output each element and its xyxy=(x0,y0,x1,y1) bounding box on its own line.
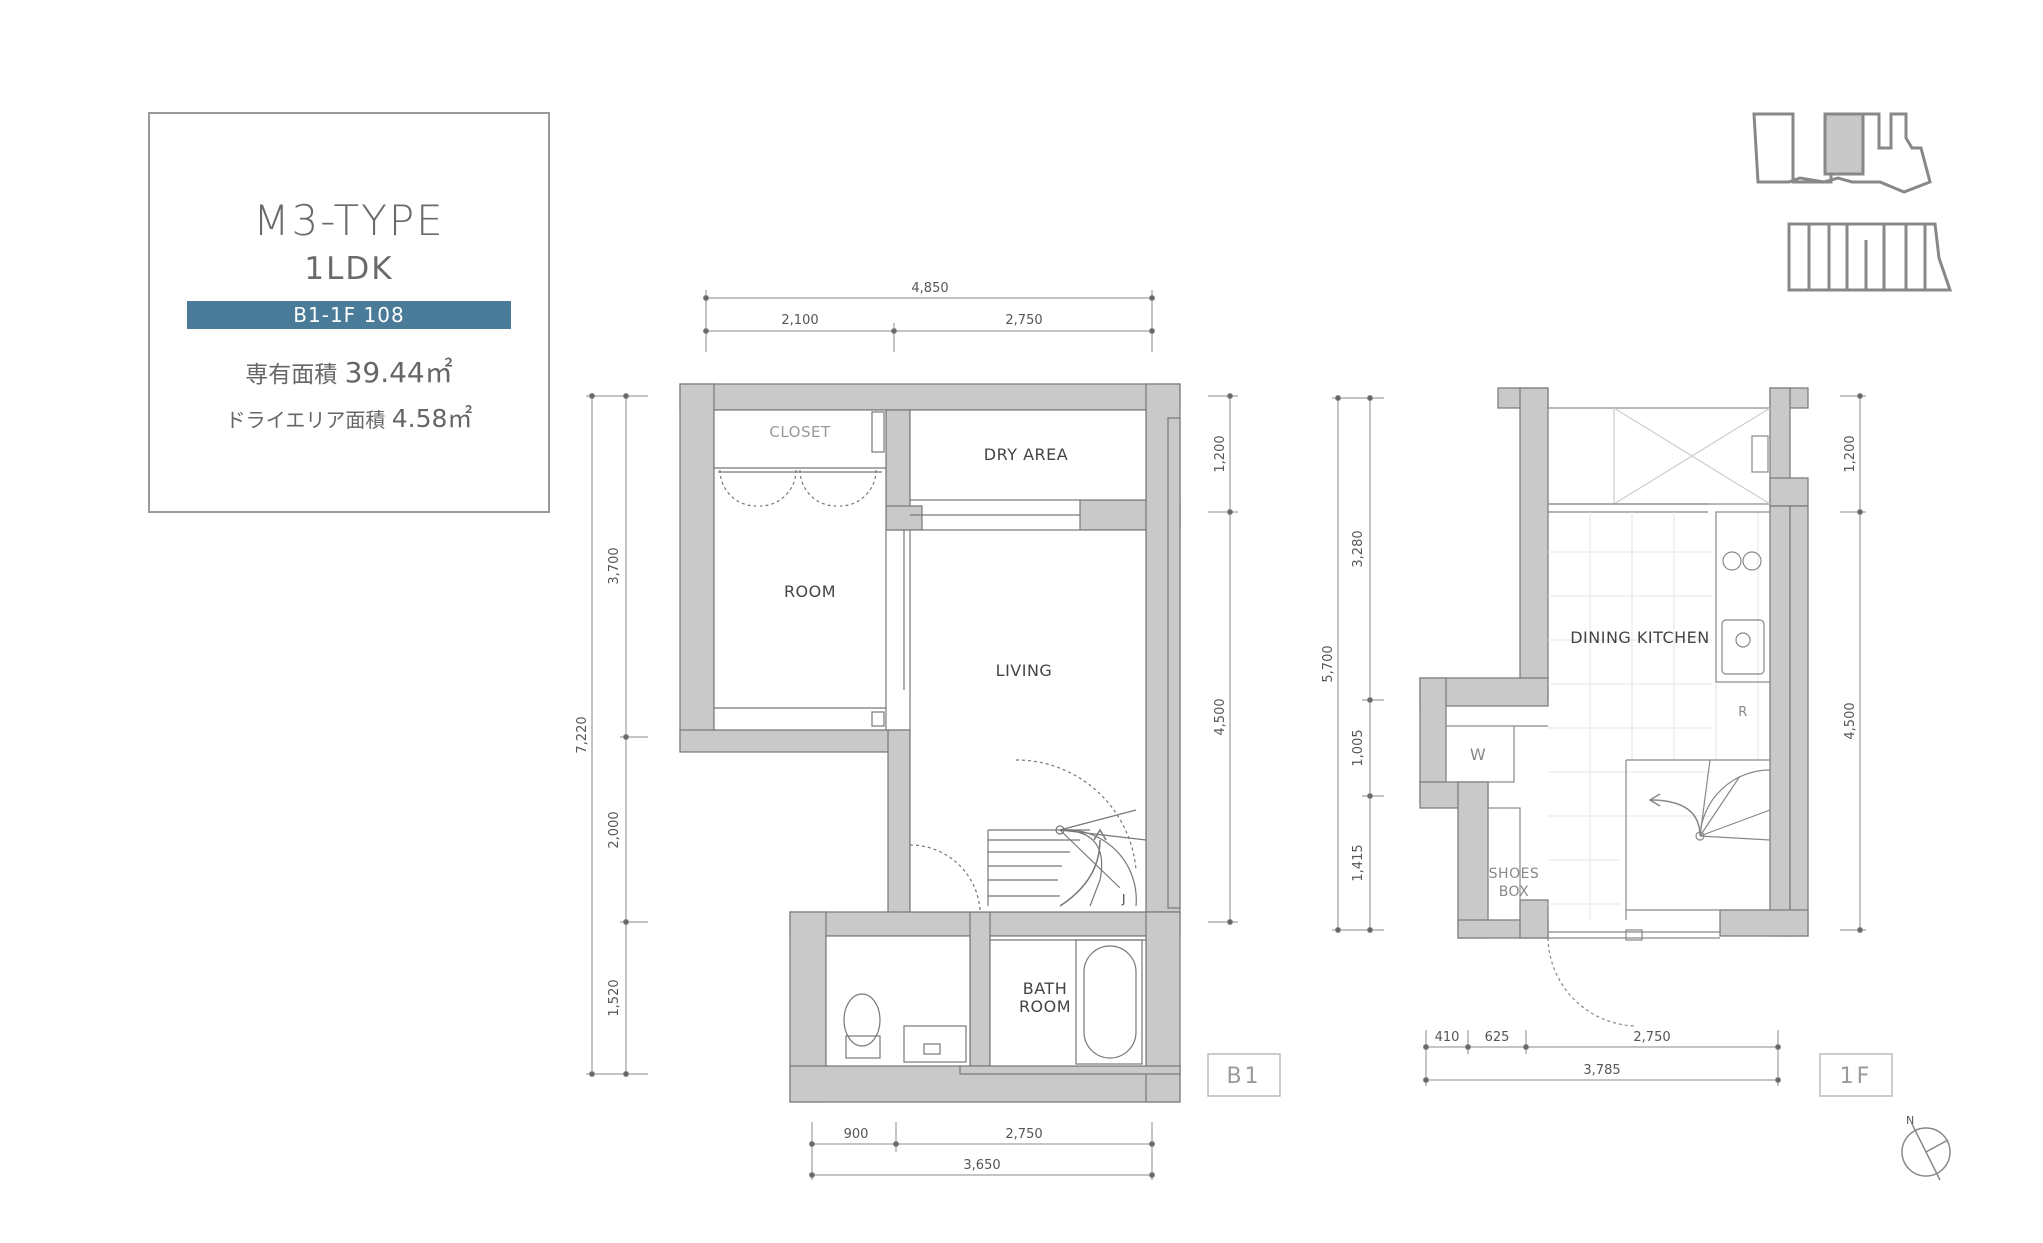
b1-living-label: LIVING xyxy=(996,661,1053,680)
b1-room-label: ROOM xyxy=(784,582,836,601)
b1-dim-left-b: 2,000 xyxy=(607,811,622,848)
1f-r-label: R xyxy=(1738,705,1748,720)
1f-floor-tag: 1F xyxy=(1840,1064,1873,1089)
b1-floor-plan: CLOSET DRY AREA ROOM LIVING BATH ROOM J … xyxy=(575,281,1281,1180)
b1-bath-label-1: BATH xyxy=(1023,979,1067,998)
b1-closet-label: CLOSET xyxy=(769,423,831,441)
1f-shoes-label-1: SHOES xyxy=(1489,866,1540,882)
1f-dim-left-total: 5,700 xyxy=(1321,645,1336,682)
1f-w-label: W xyxy=(1470,745,1486,764)
1f-stairs xyxy=(1625,759,1771,920)
north-compass-icon: N xyxy=(1901,1114,1951,1181)
b1-dim-left-total: 7,220 xyxy=(575,716,590,753)
compass-north-label: N xyxy=(1906,1114,1914,1127)
b1-dim-bottom-b: 2,750 xyxy=(1005,1127,1042,1142)
b1-dim-top-total: 4,850 xyxy=(911,281,948,296)
b1-walls xyxy=(679,383,1181,1103)
b1-dim-bottom-a: 900 xyxy=(844,1127,869,1142)
unit-info-box: M3-TYPE 1LDK B1-1F 108 専有面積 39.44㎡ ドライエリ… xyxy=(148,112,550,513)
b1-dim-left-c: 1,520 xyxy=(607,979,622,1016)
1f-dim-right-a: 1,200 xyxy=(1843,435,1858,472)
1f-dim-right-b: 4,500 xyxy=(1843,702,1858,739)
b1-floor-tag-box xyxy=(1207,1053,1281,1097)
b1-dim-top-right: 2,750 xyxy=(1005,313,1042,328)
1f-floor-plan: DINING KITCHEN W R SHOES BOX 1F xyxy=(1321,387,1893,1097)
1f-dim-bottom-c: 2,750 xyxy=(1633,1030,1670,1045)
unit-type-title: M3-TYPE xyxy=(253,196,445,245)
b1-bath-label-2: ROOM xyxy=(1019,997,1071,1016)
dry-area-value: 4.58㎡ xyxy=(391,404,473,433)
b1-dim-left-a: 3,700 xyxy=(607,547,622,584)
1f-dim-bottom-total: 3,785 xyxy=(1583,1063,1620,1078)
b1-dry-area-label: DRY AREA xyxy=(984,445,1068,464)
1f-tile-grid xyxy=(1548,512,1759,920)
floor-area: 専有面積 39.44㎡ xyxy=(150,351,548,391)
1f-dim-bottom-a: 410 xyxy=(1435,1030,1460,1045)
b1-stairs xyxy=(987,759,1147,907)
floor-area-label: 専有面積 xyxy=(245,362,338,388)
1f-floor-tag-box xyxy=(1819,1053,1893,1097)
1f-dim-left-b: 1,005 xyxy=(1351,729,1366,766)
1f-walls xyxy=(1419,387,1809,939)
site-key-plan xyxy=(1752,112,1953,292)
b1-floor-tag: B1 xyxy=(1226,1064,1261,1089)
b1-dim-bottom-total: 3,650 xyxy=(963,1158,1000,1173)
unit-number-badge: B1-1F 108 xyxy=(187,301,511,329)
unit-layout: 1LDK xyxy=(304,251,394,287)
b1-stair-mark: J xyxy=(1121,892,1126,906)
1f-dim-bottom-b: 625 xyxy=(1485,1030,1510,1045)
floor-area-value: 39.44㎡ xyxy=(344,356,453,389)
b1-dim-top-left: 2,100 xyxy=(781,313,818,328)
b1-dim-right-b: 4,500 xyxy=(1213,698,1228,735)
1f-dim-left-c: 1,415 xyxy=(1351,844,1366,881)
dry-area-label: ドライエリア面積 xyxy=(225,408,386,432)
1f-dining-kitchen-label: DINING KITCHEN xyxy=(1570,628,1710,647)
b1-dim-right-a: 1,200 xyxy=(1213,435,1228,472)
1f-shoes-label-2: BOX xyxy=(1499,884,1530,900)
1f-dim-left-a: 3,280 xyxy=(1351,530,1366,567)
dry-area-size: ドライエリア面積 4.58㎡ xyxy=(150,399,548,435)
